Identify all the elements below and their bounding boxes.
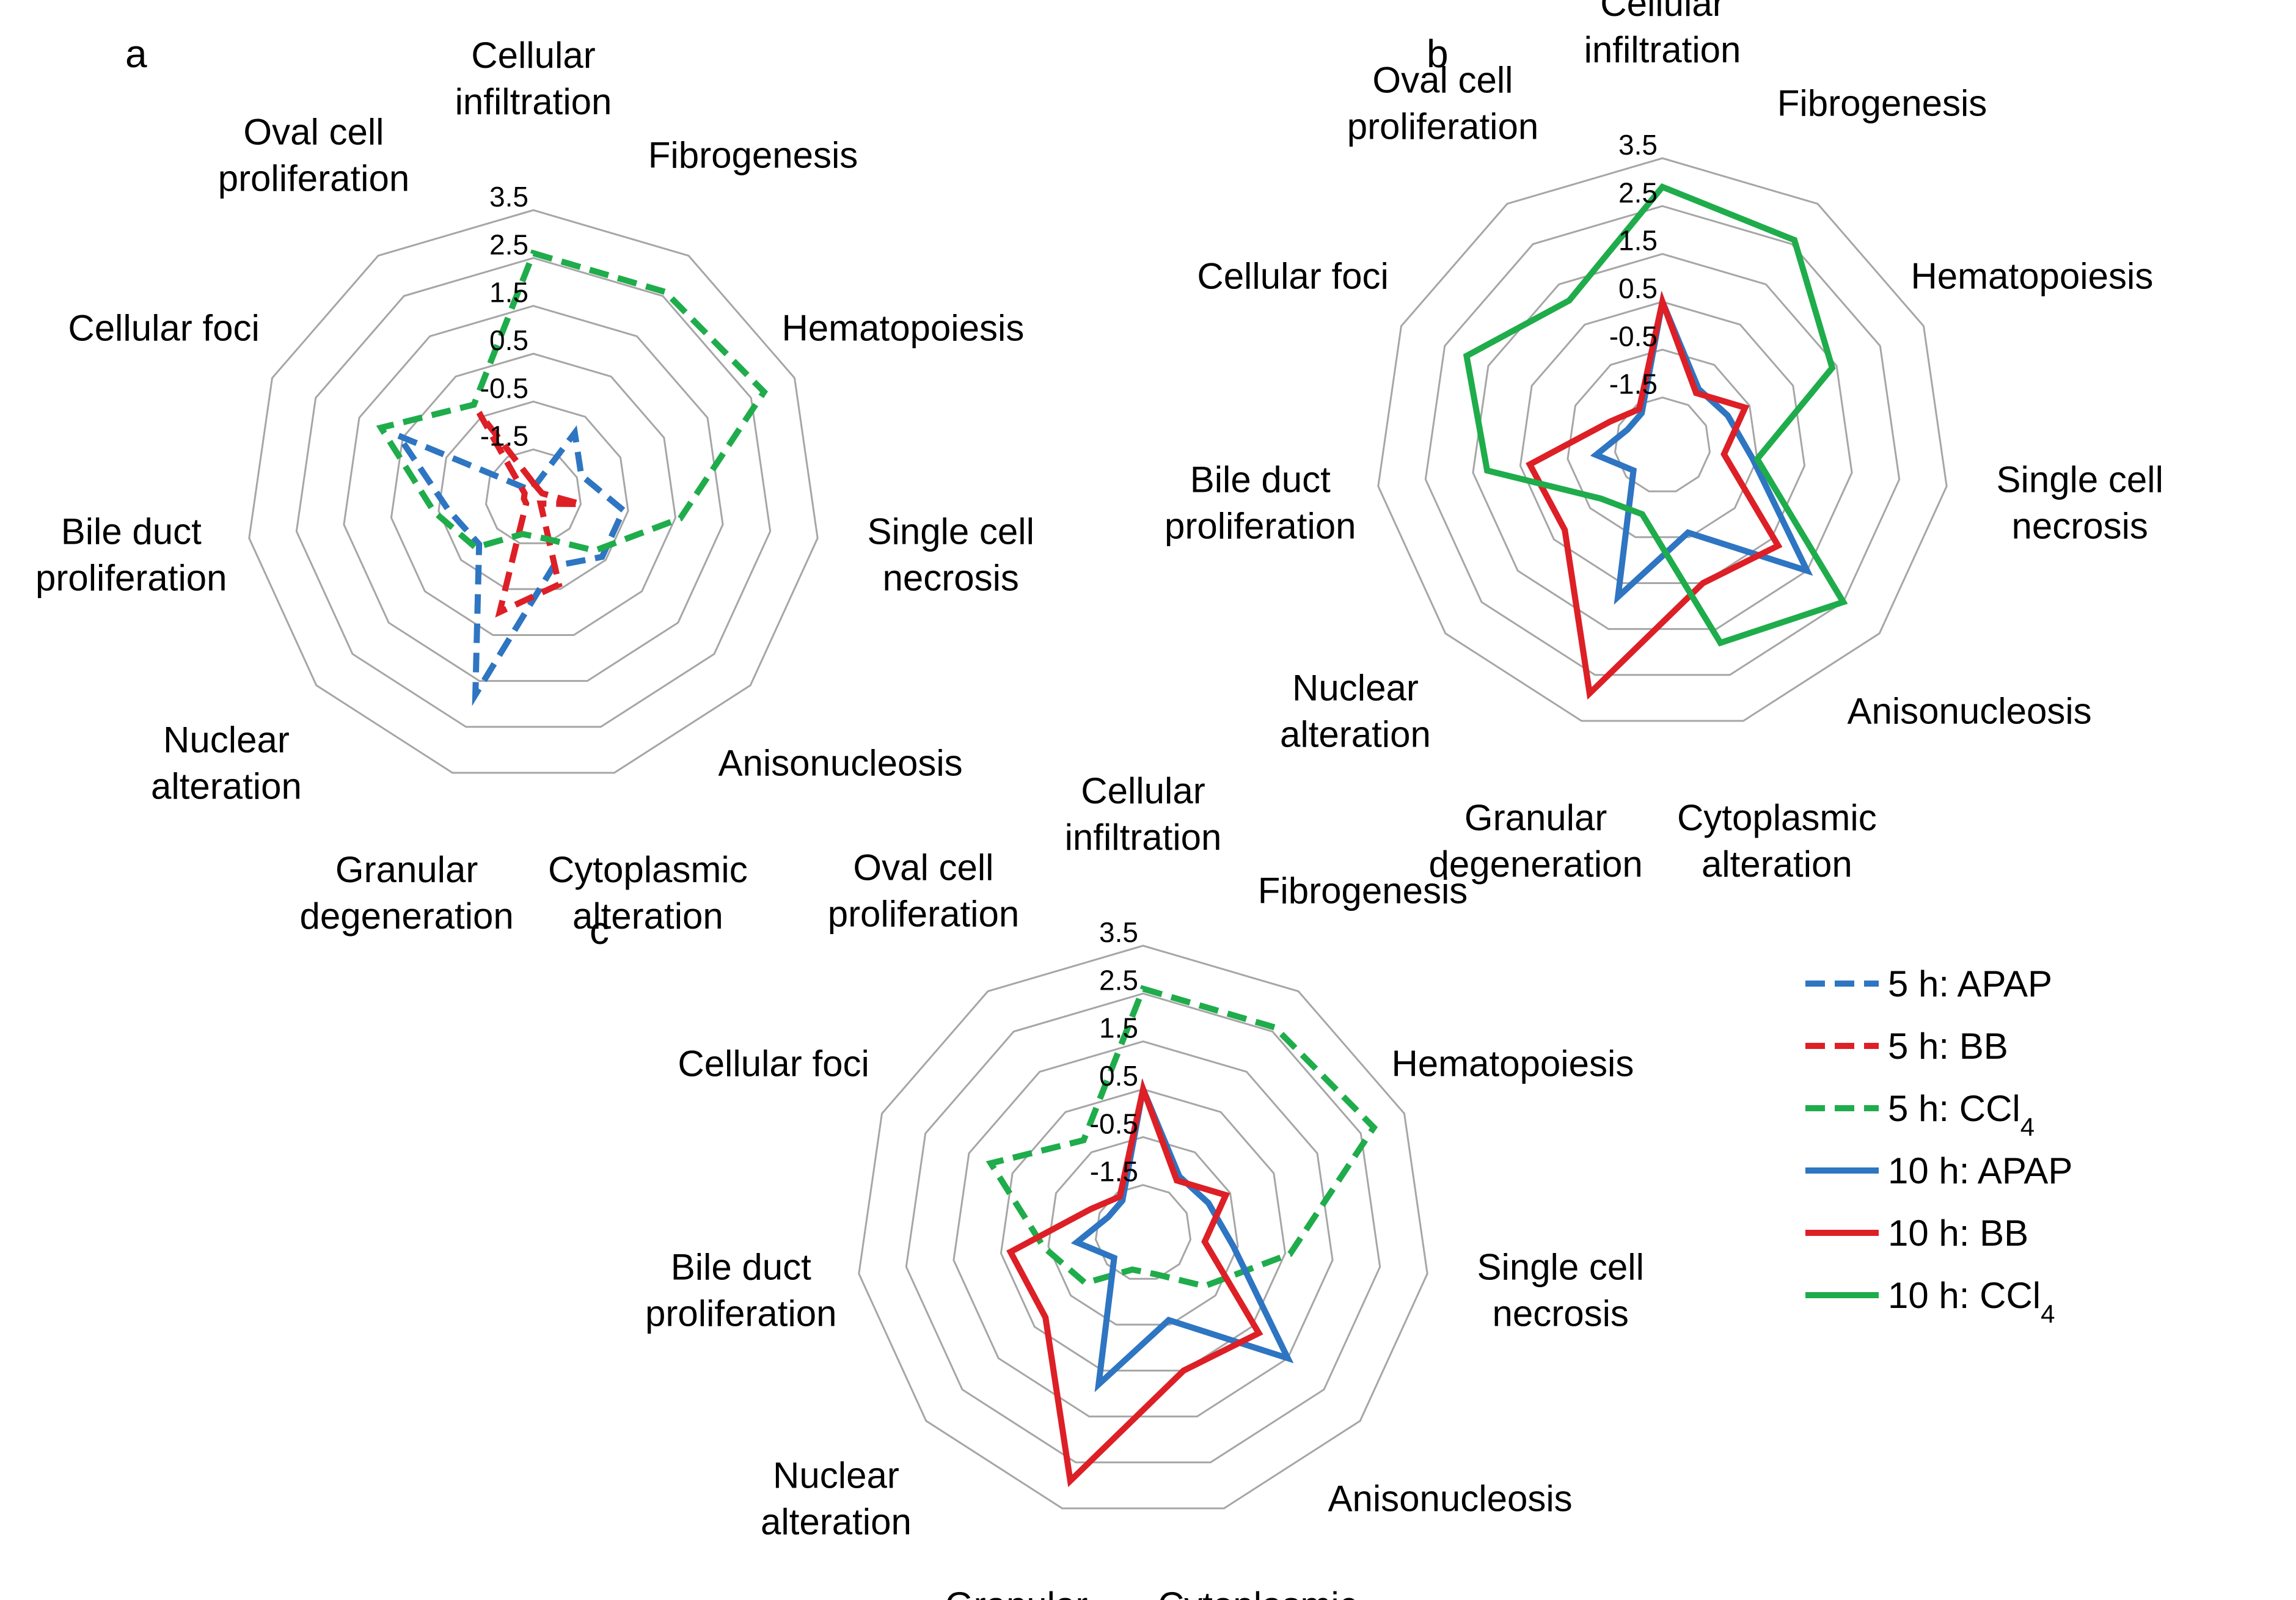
axis-label: Cellular foci [68, 308, 259, 349]
tick-label: 3.5 [1099, 916, 1138, 948]
grid-ring [484, 448, 582, 544]
tick-label: 0.5 [1618, 272, 1658, 304]
axis-label: Cellular foci [678, 1043, 869, 1084]
tick-label: 1.5 [1618, 225, 1658, 257]
tick-label: -0.5 [480, 372, 528, 404]
axis-label: Anisonucleosis [1847, 691, 2091, 732]
grid-ring [295, 257, 772, 728]
grid-ring [905, 992, 1381, 1464]
grid-rings [248, 209, 819, 774]
tick-label: 3.5 [489, 181, 528, 213]
grid-ring [1000, 1088, 1287, 1372]
tick-label: 0.5 [1099, 1060, 1138, 1092]
axis-label: Anisonucleosis [718, 743, 962, 784]
panel-letter: b [1427, 32, 1449, 76]
grid-ring [1519, 301, 1806, 584]
axis-label: Fibrogenesis [1777, 83, 1987, 124]
tick-label: 2.5 [489, 228, 528, 260]
grid-ring [1567, 348, 1758, 538]
series-line-10-h-bb [1526, 291, 1783, 700]
grid-ring [1094, 1184, 1192, 1280]
grid-ring [343, 305, 724, 682]
grid-ring [1424, 205, 1901, 676]
series-line-10-h-apap [1590, 291, 1813, 605]
grid-ring [248, 209, 819, 774]
series-line-5-h-bb [476, 411, 582, 618]
axis-label: Fibrogenesis [648, 135, 858, 176]
grid-ring [858, 944, 1428, 1510]
panel-letter: a [125, 32, 147, 76]
grid-ring [390, 353, 677, 636]
grid-ring [952, 1040, 1334, 1418]
legend-label: 5 h: APAP [1888, 963, 2052, 1004]
tick-label: 2.5 [1618, 177, 1658, 208]
legend-label: 10 h: APAP [1888, 1150, 2072, 1191]
legend: 5 h: APAP 5 h: BB 5 h: CCl4 10 h: APAP 10 h:… [1805, 963, 2072, 1328]
grid-ring [1377, 157, 1948, 722]
axis-label: Anisonucleosis [1328, 1478, 1572, 1519]
panel-letter: c [590, 908, 609, 952]
series-line-5-h-apap [390, 425, 627, 706]
series-line-10-h-bb [1006, 1078, 1263, 1488]
tick-label: 1.5 [1099, 1012, 1138, 1044]
legend-label: 5 h: BB [1888, 1026, 2008, 1067]
tick-label: -0.5 [1609, 320, 1658, 352]
tick-label: -1.5 [480, 420, 528, 452]
grid-rings [858, 944, 1428, 1510]
tick-label: -1.5 [1609, 368, 1658, 400]
grid-ring [1614, 396, 1711, 492]
legend-label: 5 h: CCl4 [1888, 1088, 2035, 1141]
axis-label: Hematopoiesis [1910, 256, 2153, 297]
grid-ring [437, 400, 629, 590]
tick-label: 1.5 [489, 277, 528, 309]
grid-ring [1047, 1136, 1239, 1326]
tick-label: 0.5 [489, 324, 528, 356]
legend-label: 10 h: BB [1888, 1213, 2028, 1254]
tick-label: 2.5 [1099, 964, 1138, 996]
tick-label: -1.5 [1090, 1156, 1138, 1188]
axis-label: Fibrogenesis [1258, 871, 1468, 911]
axis-label: Cellular foci [1197, 256, 1388, 297]
grid-rings [1377, 157, 1948, 722]
tick-label: -0.5 [1090, 1108, 1138, 1139]
axis-label: Hematopoiesis [781, 308, 1024, 349]
axis-label: Hematopoiesis [1391, 1043, 1634, 1084]
tick-label: 3.5 [1618, 129, 1658, 161]
series-line-10-h-ccl4 [1463, 183, 1848, 647]
series-line-10-h-apap [1070, 1078, 1294, 1392]
legend-label: 10 h: CCl4 [1888, 1275, 2055, 1328]
